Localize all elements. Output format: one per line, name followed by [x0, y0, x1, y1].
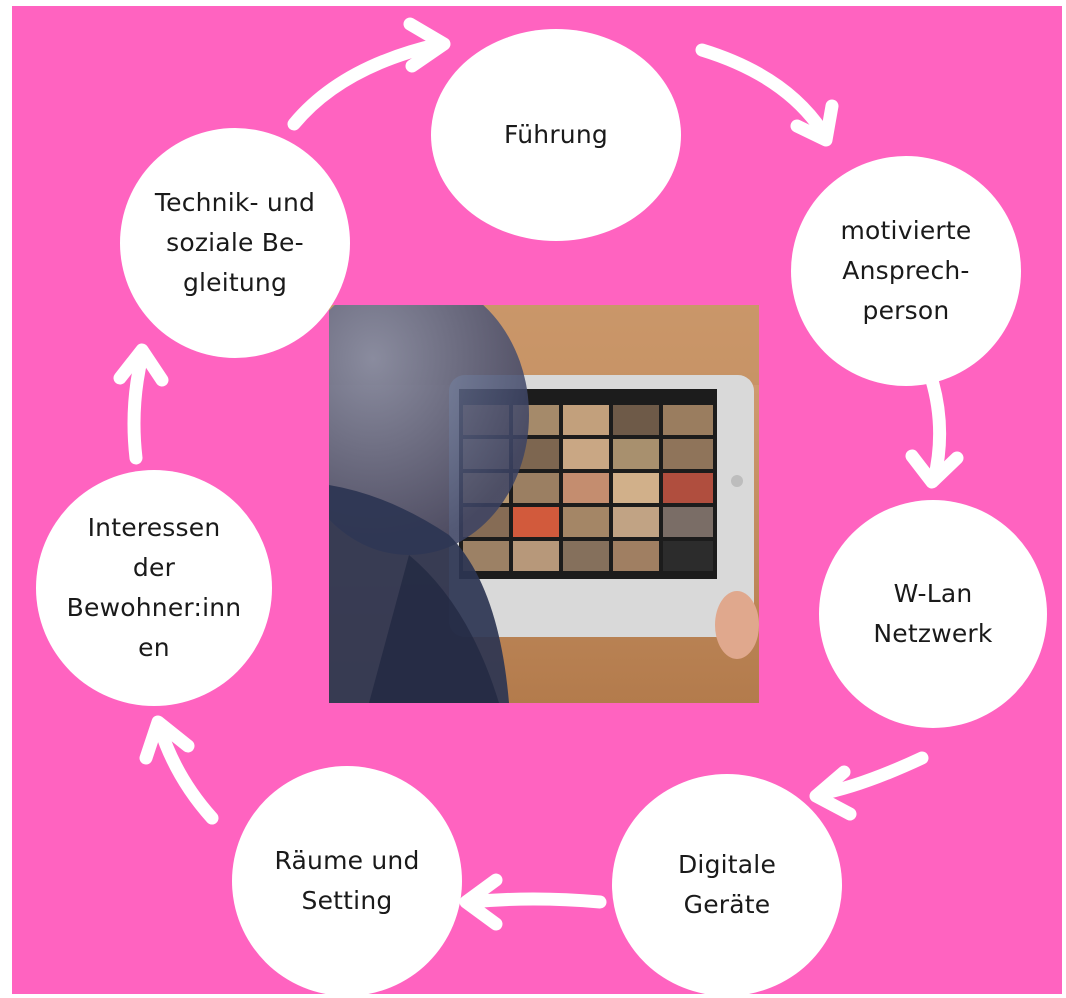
node-raeume: Räume und Setting: [232, 766, 462, 994]
node-interessen: Interessen der Bewohner:inn en: [36, 470, 272, 706]
node-geraete: Digitale Geräte: [612, 774, 842, 994]
node-begleitung-label: Technik- und soziale Be- gleitung: [154, 188, 316, 297]
node-wlan: W-Lan Netzwerk: [819, 500, 1047, 728]
node-ansprechperson-label: motivierte Ansprech- person: [840, 216, 972, 325]
arrowhead-ansprechperson-to-wlan: [905, 449, 964, 489]
node-raeume-label: Räume und Setting: [274, 846, 420, 915]
node-interessen-label: Interessen der Bewohner:inn en: [66, 513, 242, 662]
cycle-arrows: [113, 17, 964, 931]
node-wlan-label: W-Lan Netzwerk: [873, 579, 993, 648]
tablet-icon: [329, 305, 759, 703]
arrowhead-interessen-to-begleitung: [113, 343, 169, 387]
arrow-fuehrung-to-ansprechperson: [695, 43, 831, 141]
video-call-grid-icon: [463, 405, 713, 571]
arrow-ansprechperson-to-wlan: [923, 367, 947, 487]
arrow-raeume-to-interessen: [153, 721, 219, 825]
arrowhead-raeume-to-interessen: [139, 715, 195, 765]
node-ansprechperson: motivierte Ansprech- person: [791, 156, 1021, 386]
node-begleitung: Technik- und soziale Be- gleitung: [120, 128, 350, 358]
arrowhead-fuehrung-to-ansprechperson: [790, 99, 839, 147]
arrowhead-begleitung-to-fuehrung: [403, 17, 451, 73]
arrowhead-geraete-to-raeume: [459, 873, 503, 931]
node-fuehrung: Führung: [431, 29, 681, 241]
node-geraete-label: Digitale Geräte: [677, 850, 777, 919]
arrowhead-wlan-to-geraete: [809, 765, 857, 821]
node-fuehrung-label: Führung: [504, 120, 608, 149]
arrow-geraete-to-raeume: [463, 892, 607, 909]
arrow-interessen-to-begleitung: [127, 349, 149, 465]
arrow-begleitung-to-fuehrung: [287, 37, 447, 131]
video-call-photo: [329, 305, 759, 703]
cycle-diagram: Führung motivierte Ansprech- person W-La…: [12, 6, 1062, 994]
